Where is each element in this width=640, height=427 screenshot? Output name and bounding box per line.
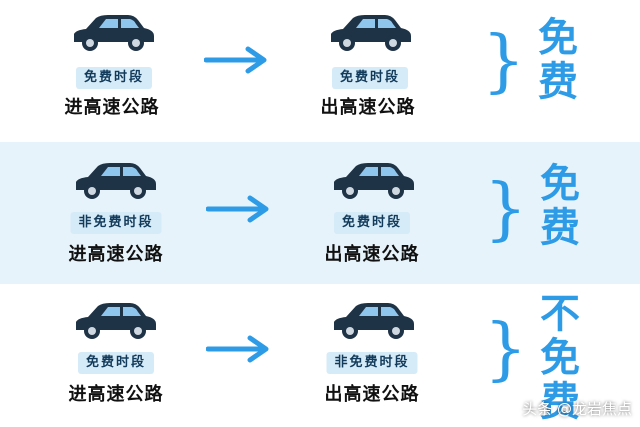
car-icon: [66, 12, 158, 54]
car-icon: [68, 160, 160, 202]
result-label: 免费: [540, 161, 580, 251]
row-3: 免费时段 进高速公路 非免费时段 出高速公路 } 不免费: [0, 284, 640, 427]
right-road-label: 出高速公路: [320, 97, 416, 118]
left-road-label: 进高速公路: [68, 384, 164, 405]
left-badge: 免费时段: [75, 67, 153, 89]
right-badge: 非免费时段: [326, 352, 418, 374]
brace: }: [484, 310, 528, 389]
car-icon: [323, 12, 415, 54]
right-road-label: 出高速公路: [324, 244, 420, 265]
row-2: 非免费时段 进高速公路 免费时段 出高速公路 } 免费: [0, 142, 640, 284]
arrow-right-icon: [206, 334, 272, 364]
right-road-label: 出高速公路: [324, 384, 420, 405]
right-badge: 免费时段: [333, 212, 411, 234]
row-1: 免费时段 进高速公路 免费时段 出高速公路 } 免费: [0, 0, 640, 142]
left-road-label: 进高速公路: [64, 97, 160, 118]
watermark: 头条 @龙岩焦点: [522, 400, 632, 418]
left-road-label: 进高速公路: [68, 244, 164, 265]
car-icon: [68, 300, 160, 342]
car-icon: [326, 300, 418, 342]
car-icon: [326, 160, 418, 202]
result-label: 免费: [538, 15, 578, 105]
result-label: 不免费: [540, 291, 580, 425]
brace: }: [482, 22, 526, 101]
arrow-right-icon: [204, 45, 270, 75]
left-badge: 免费时段: [77, 352, 155, 374]
left-badge: 非免费时段: [70, 212, 162, 234]
brace: }: [484, 170, 528, 249]
arrow-right-icon: [206, 194, 272, 224]
right-badge: 免费时段: [331, 67, 409, 89]
